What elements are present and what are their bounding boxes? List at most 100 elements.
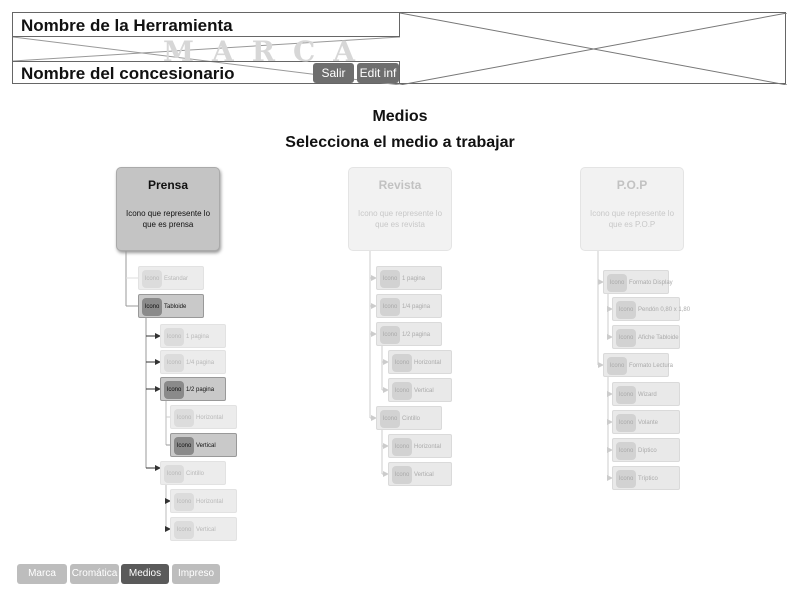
media-card-pop[interactable]: P.O.P Icono que represente lo que es P.O… <box>580 167 684 251</box>
tree-item-label: 1/4 pagina <box>186 360 215 366</box>
tree-item-label: 1 pagina <box>186 334 210 340</box>
format-icon: Icono <box>174 437 194 455</box>
prensa-estandar[interactable]: Icono Estandar <box>138 266 204 290</box>
format-icon: Icono <box>616 386 636 404</box>
format-icon: Icono <box>164 328 184 346</box>
media-card-title: Revista <box>378 178 422 192</box>
revista-1-2-pagina[interactable]: Icono 1/2 pagina <box>376 322 442 346</box>
dealer-name-box <box>13 61 400 84</box>
format-icon: Icono <box>380 326 400 344</box>
prensa-tabloide[interactable]: Icono Tabloide <box>138 294 204 318</box>
pop-formato-display[interactable]: Icono Formato Display <box>603 270 673 294</box>
format-icon: Icono <box>607 274 627 292</box>
pop-diptico[interactable]: Icono Díptico <box>612 438 680 462</box>
prensa-tabloide-1-2-pagina[interactable]: Icono 1/2 pagina <box>160 377 226 401</box>
tree-item-label: Formato Display <box>629 280 673 286</box>
pop-volante[interactable]: Icono Volante <box>612 410 680 434</box>
nav-cromatica[interactable]: Cromática <box>70 564 119 584</box>
tool-name: Nombre de la Herramienta <box>21 16 233 35</box>
media-card-description: Icono que represente lo que es revista <box>357 209 443 229</box>
format-icon: Icono <box>607 357 627 375</box>
tree-item-label: Horizontal <box>414 444 442 450</box>
prensa-1-2-horizontal[interactable]: Icono Horizontal <box>170 405 237 429</box>
tree-item-label: Horizontal <box>196 499 224 505</box>
format-icon: Icono <box>142 270 162 288</box>
page-title: Medios <box>372 108 428 125</box>
tree-item-label: Volante <box>638 420 659 426</box>
media-card-description: Icono que represente lo que es prensa <box>125 209 211 229</box>
format-icon: Icono <box>380 410 400 428</box>
tree-item-label: Estandar <box>164 276 189 282</box>
revista-1-2-vertical[interactable]: Icono Vertical <box>388 378 452 402</box>
format-icon: Icono <box>392 354 412 372</box>
format-icon: Icono <box>392 466 412 484</box>
header-box: MARCA Nombre de la Herramienta Nombre de… <box>12 12 787 85</box>
pop-formato-lectura[interactable]: Icono Formato Lectura <box>603 353 673 377</box>
media-card-prensa[interactable]: Prensa Icono que represente lo que es pr… <box>116 167 220 251</box>
tree-item-label: Afiche Tabloide <box>638 335 679 341</box>
tree-item-label: Vertical <box>196 443 216 449</box>
media-card-revista[interactable]: Revista Icono que represente lo que es r… <box>348 167 452 251</box>
exit-button[interactable]: Salir <box>313 63 354 83</box>
tree-item-label: Cintillo <box>402 416 421 422</box>
prensa-1-2-vertical[interactable]: Icono Vertical <box>170 433 237 457</box>
prensa-cintillo[interactable]: Icono Cintillo <box>160 461 226 485</box>
brand-watermark: MARCA <box>163 35 373 68</box>
format-icon: Icono <box>174 409 194 427</box>
revista-cintillo[interactable]: Icono Cintillo <box>376 406 442 430</box>
format-icon: Icono <box>174 493 194 511</box>
revista-1-2-horizontal[interactable]: Icono Horizontal <box>388 350 452 374</box>
tree-item-label: Vertical <box>196 527 216 533</box>
format-icon: Icono <box>380 298 400 316</box>
nav-impreso[interactable]: Impreso <box>172 564 220 584</box>
tree-item-label: Vertical <box>414 472 434 478</box>
revista-1-pagina[interactable]: Icono 1 pagina <box>376 266 442 290</box>
format-icon: Icono <box>174 521 194 539</box>
pop-pendon[interactable]: Icono Pendón 0,80 x 1,80 <box>612 297 690 321</box>
media-card-title: P.O.P <box>616 178 648 192</box>
tree-item-label: 1 pagina <box>402 276 426 282</box>
tool-name-box <box>13 13 400 37</box>
tree-item-label: Wizard <box>638 392 657 398</box>
tree-item-label: Cintillo <box>186 471 205 477</box>
tree-item-label: Tríptico <box>638 476 658 482</box>
page-subtitle: Selecciona el medio a trabajar <box>285 134 515 151</box>
pop-afiche-tabloide[interactable]: Icono Afiche Tabloide <box>612 325 680 349</box>
media-card-description: Icono que represente lo que es P.O.P <box>589 209 675 229</box>
media-card-title: Prensa <box>147 178 189 192</box>
tree-item-label: Horizontal <box>196 415 224 421</box>
tree-item-label: Formato Lectura <box>629 363 674 369</box>
prensa-tabloide-1-pagina[interactable]: Icono 1 pagina <box>160 324 226 348</box>
prensa-cintillo-vertical[interactable]: Icono Vertical <box>170 517 237 541</box>
format-icon: Icono <box>380 270 400 288</box>
format-icon: Icono <box>164 381 184 399</box>
prensa-cintillo-horizontal[interactable]: Icono Horizontal <box>170 489 237 513</box>
tree-item-label: Horizontal <box>414 360 442 366</box>
format-icon: Icono <box>392 438 412 456</box>
format-icon: Icono <box>392 382 412 400</box>
dealer-name: Nombre del concesionario <box>21 64 235 83</box>
prensa-tabloide-1-4-pagina[interactable]: Icono 1/4 pagina <box>160 350 226 374</box>
format-icon: Icono <box>616 414 636 432</box>
revista-cintillo-vertical[interactable]: Icono Vertical <box>388 462 452 486</box>
revista-cintillo-horizontal[interactable]: Icono Horizontal <box>388 434 452 458</box>
revista-1-4-pagina[interactable]: Icono 1/4 pagina <box>376 294 442 318</box>
nav-medios[interactable]: Medios <box>121 564 169 584</box>
tree-item-label: Pendón 0,80 x 1,80 <box>638 307 691 313</box>
edit-info-button[interactable]: Edit inf <box>357 63 399 83</box>
tree-item-label: 1/2 pagina <box>186 387 215 393</box>
format-icon: Icono <box>616 301 636 319</box>
format-icon: Icono <box>616 470 636 488</box>
tree-item-label: Díptico <box>638 448 657 454</box>
format-icon: Icono <box>164 354 184 372</box>
nav-marca[interactable]: Marca <box>17 564 67 584</box>
tree-item-label: 1/4 pagina <box>402 304 431 310</box>
format-icon: Icono <box>616 442 636 460</box>
pop-wizard[interactable]: Icono Wizard <box>612 382 680 406</box>
format-icon: Icono <box>142 298 162 316</box>
format-icon: Icono <box>164 465 184 483</box>
tree-item-label: Tabloide <box>164 304 187 310</box>
tree-item-label: Vertical <box>414 388 434 394</box>
format-icon: Icono <box>616 329 636 347</box>
pop-triptico[interactable]: Icono Tríptico <box>612 466 680 490</box>
